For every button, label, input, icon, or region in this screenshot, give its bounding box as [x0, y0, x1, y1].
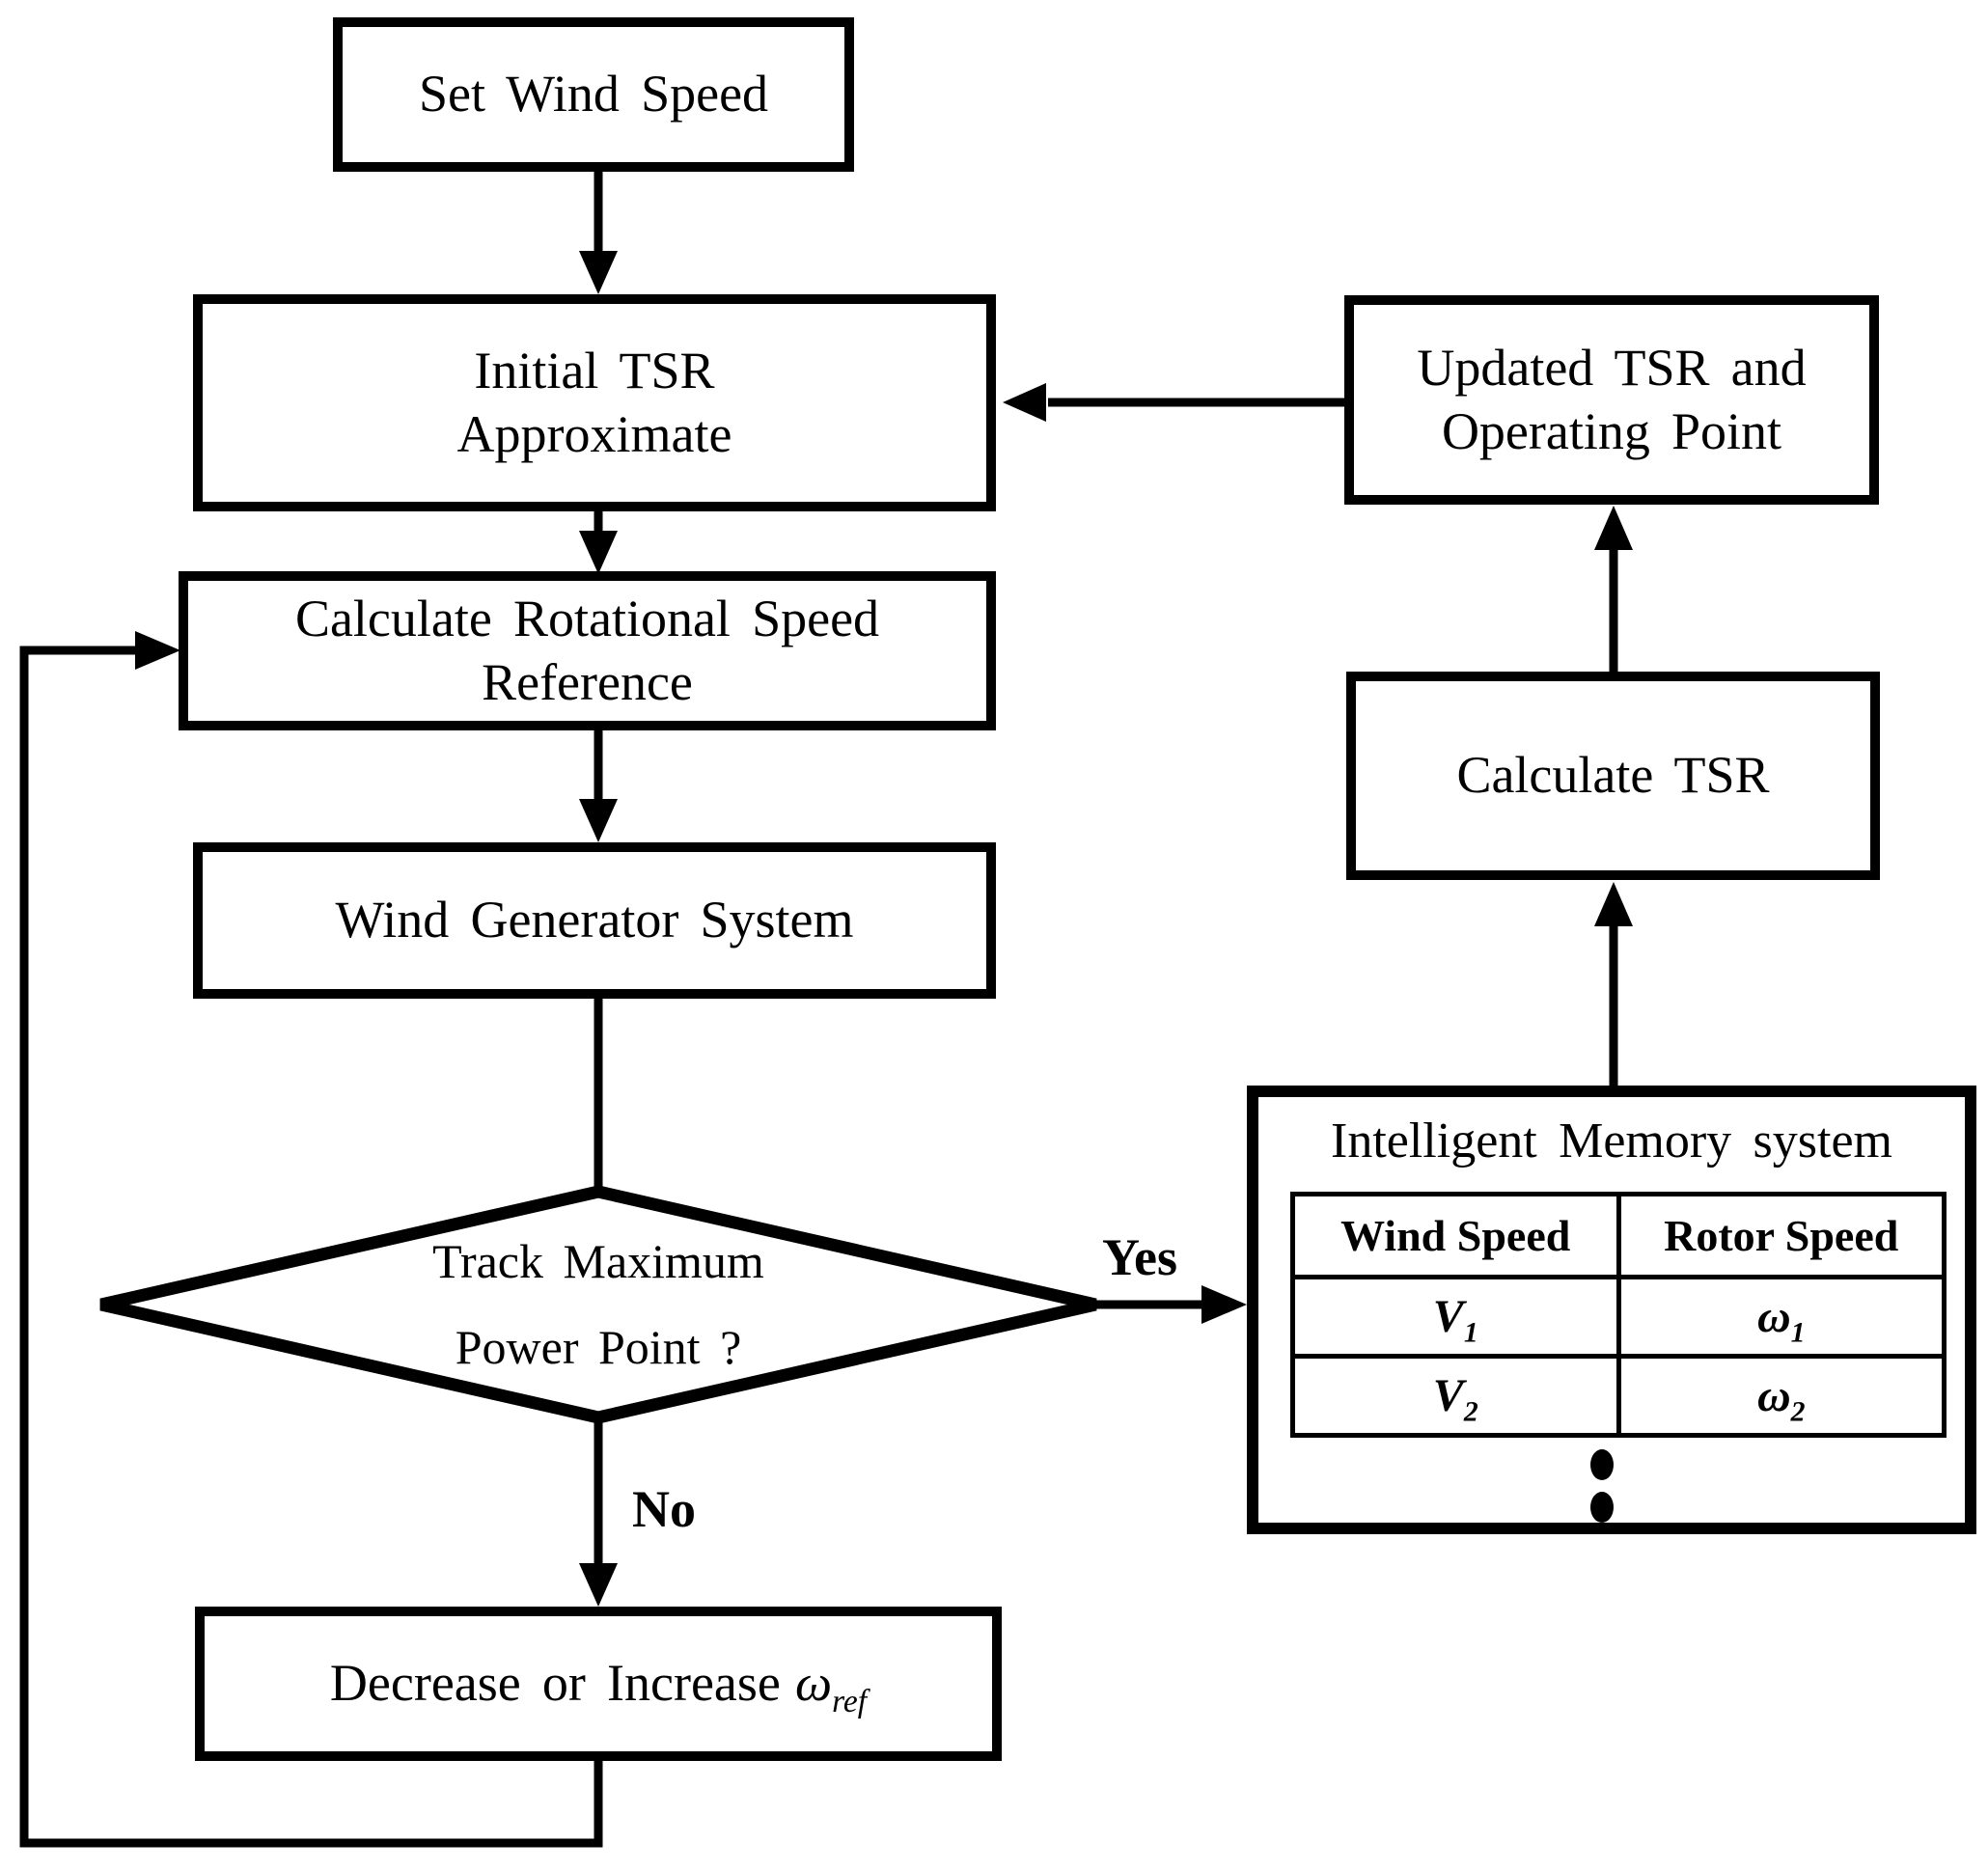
- node-calculate-rotational-speed-reference: Calculate Rotational Speed Reference: [179, 571, 996, 730]
- cell-omega2-sub: 2: [1790, 1395, 1806, 1428]
- cell-omega1-base: ω: [1756, 1291, 1791, 1342]
- node-label-line1: Calculate Rotational Speed: [294, 589, 880, 647]
- omega-symbol: ω: [794, 1654, 833, 1713]
- yes-label: Yes: [1102, 1228, 1177, 1286]
- node-wind-generator-system: Wind Generator System: [193, 842, 996, 999]
- node-intelligent-memory-system: Intelligent Memory system Wind Speed Rot…: [1247, 1086, 1976, 1534]
- arrow-memory-to-calculate-tsr: [1594, 882, 1633, 1086]
- omega-subscript: ref: [832, 1683, 868, 1719]
- decision-label-line1: Track Maximum: [432, 1234, 764, 1288]
- cell-omega2: ω2: [1615, 1354, 1947, 1438]
- node-label-line2: Operating Point: [1441, 401, 1782, 460]
- node-set-wind-speed: Set Wind Speed: [333, 17, 854, 172]
- vertical-dots-icon: [1590, 1449, 1614, 1523]
- memory-title: Intelligent Memory system: [1331, 1114, 1892, 1169]
- memory-col-wind-speed: Wind Speed: [1290, 1192, 1621, 1279]
- dot: [1590, 1449, 1614, 1480]
- arrow-updated-tsr-to-initial-tsr: [1003, 383, 1344, 422]
- decrease-text: Decrease or Increase: [329, 1654, 781, 1713]
- cell-v2-sub: 2: [1463, 1395, 1478, 1428]
- cell-v1-sub: 1: [1463, 1316, 1478, 1349]
- node-label: Wind Generator System: [335, 891, 854, 949]
- node-label: Calculate TSR: [1456, 746, 1770, 805]
- arrow-decision-yes-to-memory: [1095, 1285, 1247, 1324]
- cell-omega2-base: ω: [1756, 1370, 1791, 1421]
- cell-omega1-sub: 1: [1790, 1316, 1806, 1349]
- memory-table-row-2: V2 ω2: [1290, 1354, 1947, 1438]
- node-label-line2: Approximate: [456, 404, 732, 463]
- cell-v2-base: V: [1432, 1370, 1464, 1421]
- arrow-calc-rotational-to-wind-generator: [579, 729, 618, 842]
- arrow-initial-tsr-to-calc-rotational: [579, 509, 618, 574]
- decision-track-maximum-power-point: Track Maximum Power Point ?: [261, 1218, 936, 1391]
- decision-label-line2: Power Point ?: [455, 1320, 742, 1374]
- arrow-set-wind-to-initial-tsr: [579, 172, 618, 294]
- memory-col-rotor-speed: Rotor Speed: [1615, 1192, 1947, 1279]
- no-label: No: [632, 1480, 696, 1538]
- arrow-decision-no-to-decrease: [579, 1417, 618, 1607]
- arrow-calculate-tsr-to-updated-tsr: [1594, 506, 1633, 672]
- node-label-line1: Updated TSR and: [1417, 338, 1807, 397]
- memory-table: Wind Speed Rotor Speed V1 ω1 V2 ω2: [1290, 1192, 1947, 1438]
- cell-v2: V2: [1290, 1354, 1621, 1438]
- node-initial-tsr-approximate: Initial TSR Approximate: [193, 294, 996, 511]
- cell-v1: V1: [1290, 1275, 1621, 1359]
- dot: [1590, 1492, 1614, 1523]
- node-updated-tsr-operating-point: Updated TSR and Operating Point: [1344, 295, 1879, 505]
- arrow-decrease-feedback-to-calc-rotational: [19, 631, 603, 1848]
- node-calculate-tsr: Calculate TSR: [1346, 672, 1880, 880]
- node-label-line2: Reference: [482, 652, 693, 711]
- node-label: Set Wind Speed: [418, 65, 769, 124]
- cell-v1-base: V: [1432, 1291, 1464, 1342]
- node-label-line1: Initial TSR: [474, 341, 715, 399]
- cell-omega1: ω1: [1615, 1275, 1947, 1359]
- memory-table-row-1: V1 ω1: [1290, 1275, 1947, 1359]
- memory-table-header-row: Wind Speed Rotor Speed: [1290, 1192, 1947, 1279]
